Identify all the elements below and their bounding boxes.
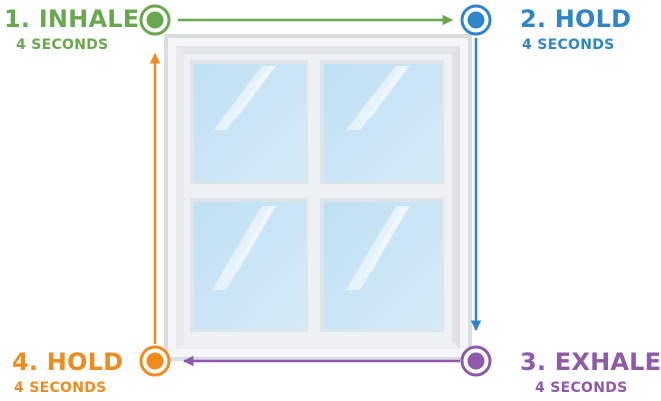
window-pane-bottom-right — [320, 198, 444, 332]
step-duration: 4 SECONDS — [16, 37, 109, 53]
step-duration: 4 SECONDS — [14, 380, 107, 396]
step-label-hold-1: 2. HOLD 4 SECONDS — [520, 7, 631, 52]
window-illustration — [164, 34, 472, 361]
corner-marker-exhale — [460, 345, 492, 377]
window-pane-top-left — [190, 60, 308, 184]
corner-marker-hold-2 — [139, 345, 171, 377]
step-label-inhale: 1. INHALE 4 SECONDS — [4, 7, 139, 52]
step-title: 1. INHALE — [4, 5, 140, 33]
step-label-exhale: 3. EXHALE 4 SECONDS — [520, 350, 661, 395]
corner-marker-inhale — [139, 4, 171, 36]
step-duration: 4 SECONDS — [535, 380, 628, 396]
step-title: 2. HOLD — [520, 5, 632, 33]
step-title: 3. EXHALE — [520, 348, 661, 376]
corner-marker-hold-1 — [460, 4, 492, 36]
box-breathing-diagram — [139, 4, 492, 377]
step-label-hold-2: 4. HOLD 4 SECONDS — [12, 350, 123, 395]
window-pane-bottom-left — [190, 198, 308, 332]
window-pane-top-right — [320, 60, 444, 184]
step-title: 4. HOLD — [12, 348, 124, 376]
step-duration: 4 SECONDS — [522, 37, 615, 53]
